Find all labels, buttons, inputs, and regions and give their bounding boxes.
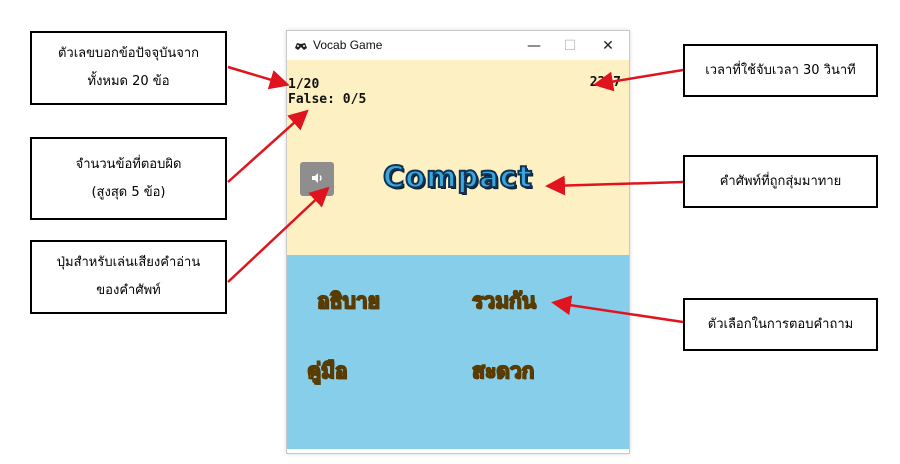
note-text: เวลาที่ใช้จับเวลา 30 วินาที bbox=[705, 62, 856, 78]
answer-option[interactable]: คู่มือ bbox=[306, 358, 348, 384]
note-false-count: จำนวนข้อที่ตอบผิด (สูงสุด 5 ข้อ) bbox=[30, 137, 227, 220]
title-bar[interactable]: Vocab Game — ☐ ✕ bbox=[287, 31, 629, 60]
maximize-button[interactable]: ☐ bbox=[563, 37, 577, 54]
question-counter: 1/20 bbox=[288, 77, 320, 92]
note-timer: เวลาที่ใช้จับเวลา 30 วินาที bbox=[683, 44, 878, 97]
answer-option[interactable]: รวมกัน bbox=[471, 288, 536, 314]
vocab-word: Compact bbox=[382, 159, 533, 195]
false-counter: False: 0/5 bbox=[288, 92, 367, 107]
note-sound-button: ปุ่มสำหรับเล่นเสียงคำอ่าน ของคำศัพท์ bbox=[30, 240, 227, 314]
note-line: ปุ่มสำหรับเล่นเสียงคำอ่าน bbox=[56, 255, 201, 270]
note-text: คำศัพท์ที่ถูกสุ่มมาทาย bbox=[719, 173, 842, 189]
note-options: ตัวเลือกในการตอบคำถาม bbox=[683, 298, 878, 351]
note-line: ตัวเลขบอกข้อปัจจุบันจาก bbox=[57, 46, 200, 61]
question-panel: 1/20 False: 0/5 22:7 Compact bbox=[287, 60, 629, 255]
note-line: ทั้งหมด 20 ข้อ bbox=[87, 74, 170, 89]
game-controller-icon bbox=[293, 38, 309, 54]
answer-option[interactable]: สะดวก bbox=[471, 358, 535, 384]
answer-panel: อธิบาย รวมกัน คู่มือ สะดวก bbox=[287, 255, 629, 449]
note-text: ตัวเลือกในการตอบคำถาม bbox=[707, 316, 854, 332]
window-title: Vocab Game bbox=[313, 38, 383, 52]
note-question-counter: ตัวเลขบอกข้อปัจจุบันจาก ทั้งหมด 20 ข้อ bbox=[30, 31, 227, 105]
note-line: (สูงสุด 5 ข้อ) bbox=[91, 184, 166, 200]
timer: 22:7 bbox=[589, 75, 621, 90]
app-window: Vocab Game — ☐ ✕ 1/20 False: 0/5 22:7 Co… bbox=[286, 30, 630, 454]
note-line: ของคำศัพท์ bbox=[96, 283, 161, 298]
minimize-button[interactable]: — bbox=[527, 37, 541, 54]
note-word: คำศัพท์ที่ถูกสุ่มมาทาย bbox=[683, 155, 878, 208]
arrow-counter bbox=[227, 65, 290, 90]
answer-option[interactable]: อธิบาย bbox=[316, 288, 380, 314]
play-sound-button[interactable] bbox=[300, 162, 334, 196]
note-line: จำนวนข้อที่ตอบผิด bbox=[75, 156, 182, 172]
close-button[interactable]: ✕ bbox=[602, 37, 614, 54]
speaker-icon bbox=[310, 170, 324, 189]
